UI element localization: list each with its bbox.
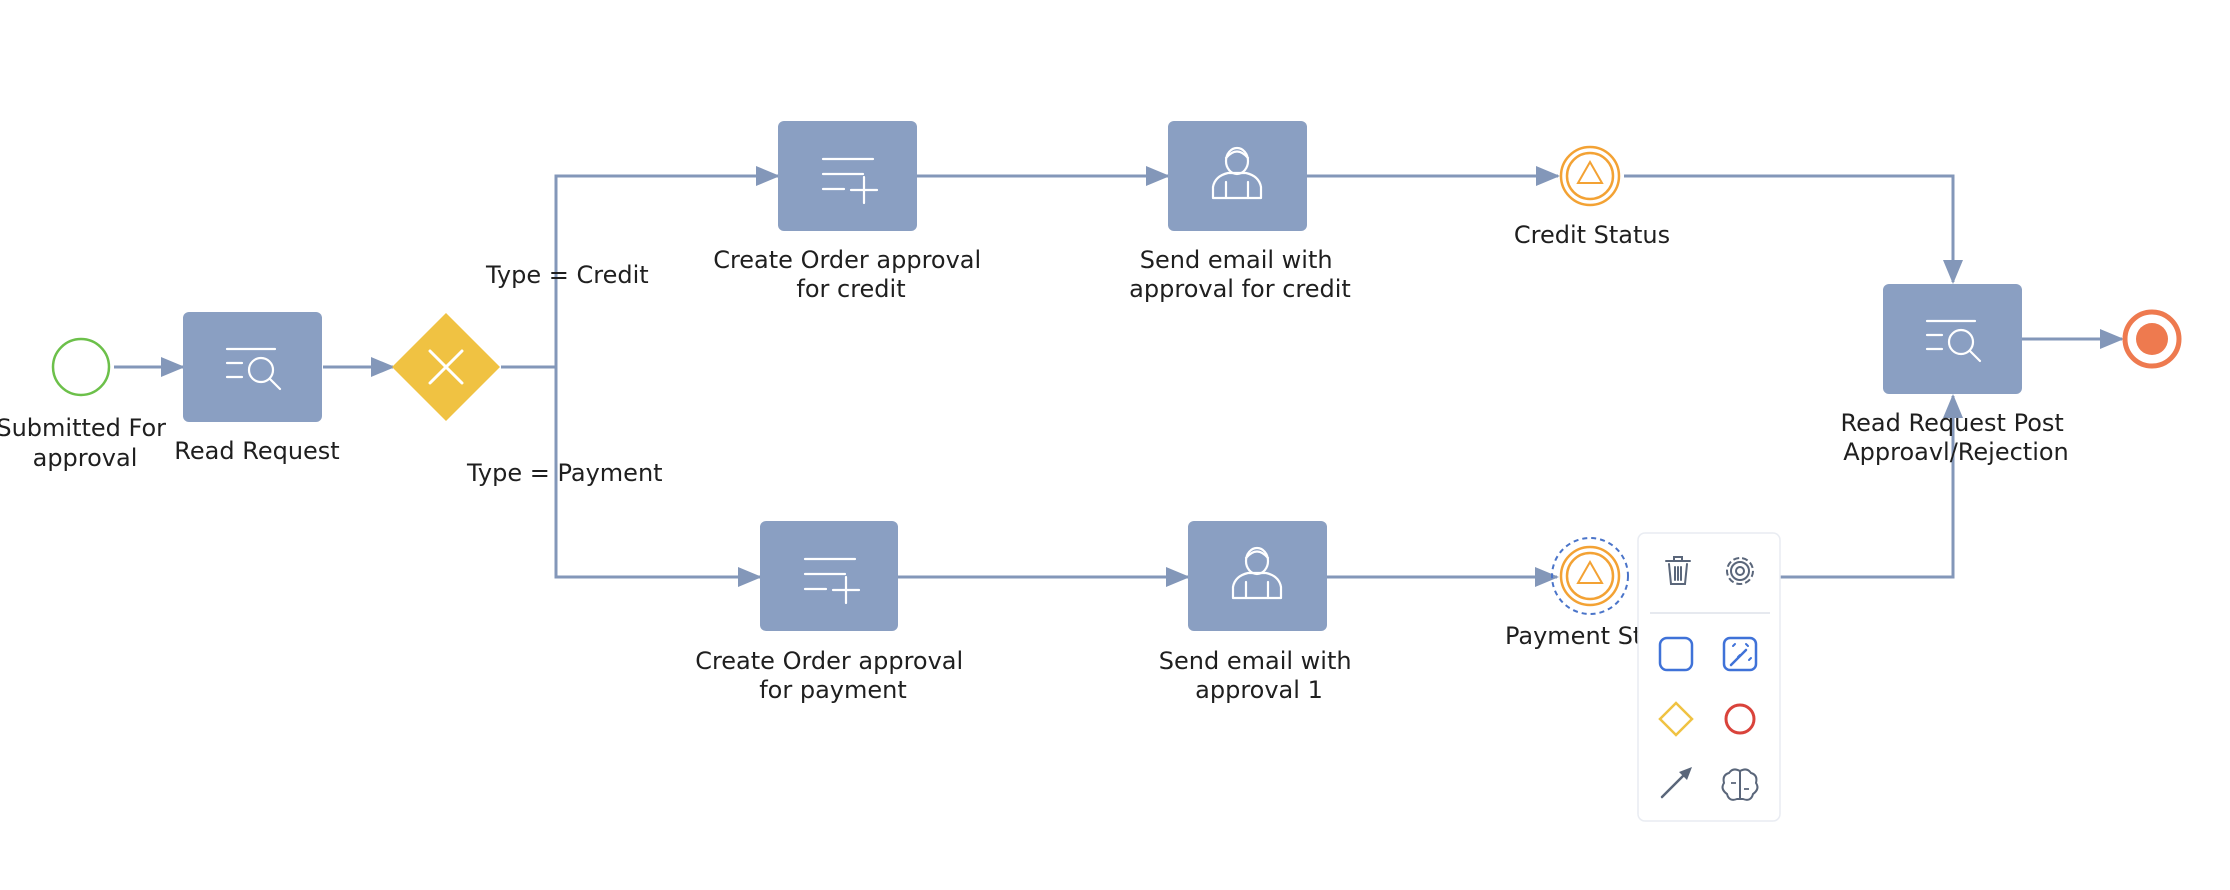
flow-payment-status-to-read-post[interactable] [1780, 394, 1963, 579]
task-icon[interactable] [1658, 636, 1694, 672]
task-send-email-payment-label: Send email with approval 1 [1159, 647, 1359, 704]
end-event[interactable] [2122, 309, 2182, 369]
search-task-icon [1925, 319, 1982, 363]
start-event[interactable] [51, 337, 111, 397]
flow-label-payment: Type = Payment [466, 459, 663, 487]
task-send-email-credit[interactable] [1168, 121, 1307, 231]
trash-icon[interactable] [1660, 553, 1696, 589]
magic-wand-icon[interactable] [1722, 636, 1758, 672]
start-event-label: Submitted For approval [0, 414, 174, 472]
sequence-flows [114, 166, 2124, 587]
flow-credit-status-to-read-post[interactable] [1624, 174, 1963, 284]
end-event-icon[interactable] [1722, 701, 1758, 737]
task-read-request-post[interactable] [1883, 284, 2022, 394]
intermediate-event-payment-status[interactable] [1551, 537, 1629, 615]
gateway-icon[interactable] [1658, 701, 1694, 737]
task-read-request-post-label: Read Request Post Approavl/Rejection [1841, 409, 2072, 466]
connect-arrow-icon[interactable] [1658, 766, 1694, 802]
flow-label-credit: Type = Credit [485, 261, 649, 289]
x-icon [428, 349, 464, 385]
user-task-icon [1231, 546, 1283, 600]
selection-outline [1551, 537, 1629, 615]
user-task-icon [1211, 146, 1263, 200]
task-send-email-payment[interactable] [1188, 521, 1327, 631]
task-create-order-payment[interactable] [760, 521, 898, 631]
brain-icon[interactable] [1721, 766, 1759, 802]
payment-status-label: Payment Sta [1505, 622, 1657, 650]
credit-status-label: Credit Status [1514, 221, 1670, 249]
intermediate-event-credit-status[interactable] [1559, 145, 1621, 207]
search-task-icon [225, 347, 282, 391]
task-create-order-credit-label: Create Order approval for credit [713, 246, 989, 303]
task-read-request-label: Read Request [174, 437, 339, 465]
task-read-request[interactable] [183, 312, 322, 422]
context-pad [1637, 532, 1781, 822]
escalation-icon [1576, 559, 1604, 584]
add-list-task-icon [803, 557, 861, 605]
task-create-order-payment-label: Create Order approval for payment [695, 647, 971, 704]
task-send-email-credit-label: Send email with approval for credit [1129, 246, 1351, 303]
escalation-icon [1576, 159, 1604, 184]
gear-icon[interactable] [1722, 553, 1758, 589]
task-create-order-credit[interactable] [778, 121, 917, 231]
flow-gateway-to-create-credit[interactable] [501, 166, 780, 369]
add-list-task-icon [821, 157, 879, 205]
exclusive-gateway[interactable] [392, 313, 500, 421]
flow-gateway-to-create-payment[interactable] [554, 367, 762, 587]
